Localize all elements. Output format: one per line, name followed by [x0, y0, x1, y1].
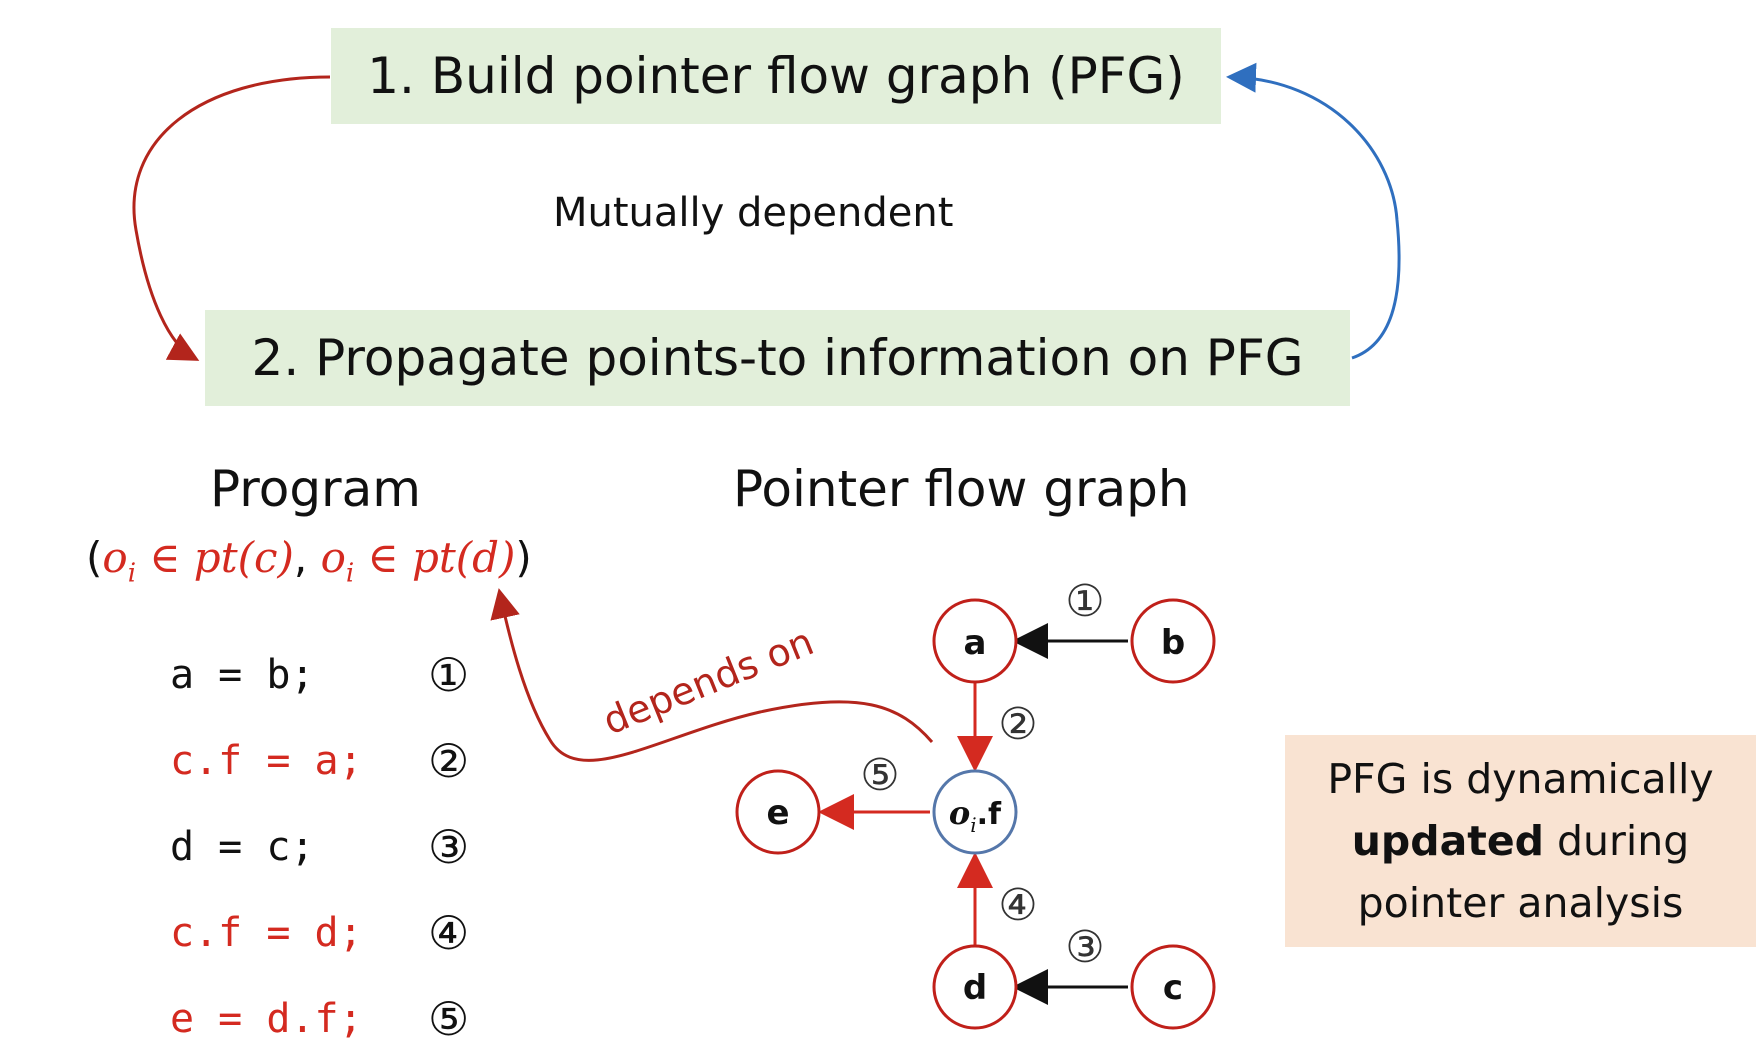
code-line-2: c.f = a; [170, 738, 363, 784]
node-d-label: d [963, 968, 987, 1008]
note-line-1: PFG is dynamically [1327, 755, 1714, 803]
arrow-propagate-to-build [1226, 62, 1401, 360]
edge-label-4: ④ [998, 880, 1037, 931]
edge-label-3: ③ [1065, 922, 1104, 973]
expr-comma: , [293, 533, 321, 582]
edge-label-1: ① [1065, 576, 1104, 627]
code-line-4-number: ④ [428, 906, 470, 960]
expr-close: ) [515, 533, 532, 582]
code-line-2-number: ② [428, 734, 470, 788]
code-line-1: a = b; [170, 652, 315, 698]
node-b-label: b [1161, 623, 1185, 663]
note-line-2: updated during [1352, 810, 1690, 872]
code-line-1-number: ① [428, 648, 470, 702]
points-to-expression: (oi ∈ pt(c), oi ∈ pt(d)) [86, 533, 532, 588]
expr-pt1: ∈ pt(c) [136, 533, 294, 582]
arrow-build-to-propagate [132, 75, 331, 361]
node-oif [932, 769, 1018, 855]
code-line-3-number: ③ [428, 820, 470, 874]
code-line-4: c.f = d; [170, 910, 363, 956]
note-box: PFG is dynamically updated during pointe… [1285, 735, 1756, 947]
node-oif-o: o [949, 794, 970, 832]
node-e-label: e [766, 793, 789, 833]
node-oif-f: .f [977, 797, 1002, 832]
pfg-title: Pointer flow graph [733, 460, 1190, 518]
expr-open: ( [86, 533, 103, 582]
node-oif-label: oi.f [949, 794, 1002, 837]
node-a-label: a [964, 623, 987, 663]
edge-label-2: ② [998, 699, 1037, 750]
code-line-3: d = c; [170, 824, 315, 870]
expr-i1: i [127, 558, 137, 589]
step2-box: 2. Propagate points-to information on PF… [205, 310, 1350, 406]
node-a [932, 598, 1018, 684]
code-line-5-number: ⑤ [428, 992, 470, 1046]
expr-o1: o [102, 533, 128, 582]
code-line-5: e = d.f; [170, 996, 363, 1042]
step2-label: 2. Propagate points-to information on PF… [251, 329, 1304, 387]
depends-on-label: depends on [597, 619, 820, 743]
step1-label: 1. Build pointer flow graph (PFG) [367, 47, 1185, 105]
node-c [1130, 944, 1216, 1030]
node-b [1130, 598, 1216, 684]
step1-box: 1. Build pointer flow graph (PFG) [331, 28, 1221, 124]
expr-pt2: ∈ pt(d) [354, 533, 516, 582]
expr-i2: i [345, 558, 355, 589]
arrow-depends-on [490, 588, 934, 762]
edge-label-5: ⑤ [860, 750, 899, 801]
note-line-2-rest: during [1544, 817, 1690, 865]
expr-o2: o [320, 533, 346, 582]
note-line-3: pointer analysis [1357, 879, 1684, 927]
program-title: Program [210, 460, 421, 518]
node-oif-i: i [970, 813, 976, 837]
note-bold-word: updated [1351, 817, 1544, 865]
node-c-label: c [1163, 968, 1183, 1008]
node-d [932, 944, 1018, 1030]
node-e [735, 769, 821, 855]
mutually-dependent-label: Mutually dependent [553, 190, 954, 236]
